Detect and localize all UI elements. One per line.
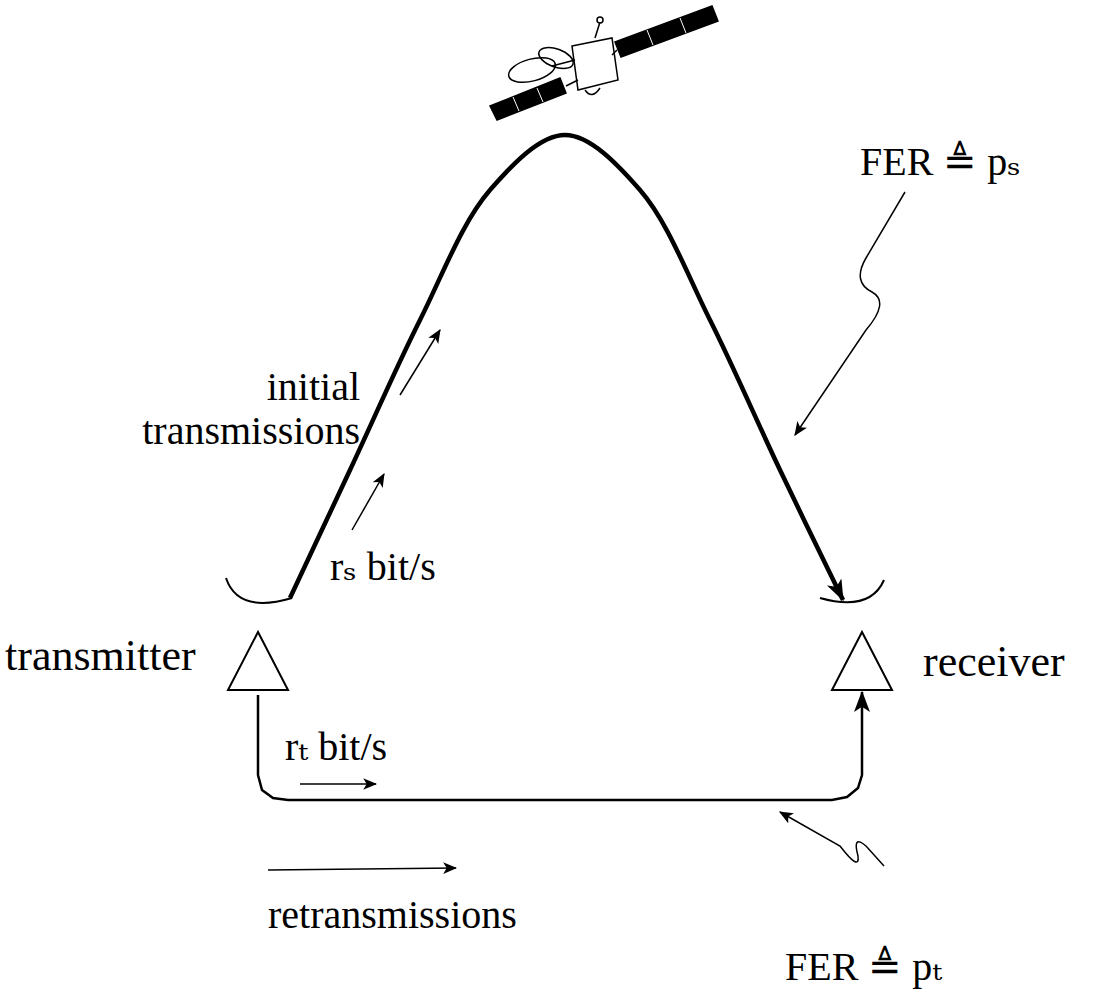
antenna-symbol bbox=[820, 580, 892, 690]
annotation-label: rₜ bit/s bbox=[285, 725, 387, 769]
direction-arrow bbox=[268, 868, 456, 870]
squiggle-leader bbox=[780, 812, 884, 866]
antenna-station: transmitter bbox=[0, 570, 300, 695]
leader-arrow bbox=[400, 330, 440, 395]
satellite-link bbox=[290, 135, 843, 600]
satellite-illustration bbox=[490, 6, 718, 120]
annotation-label: FER ≜ pₛ bbox=[860, 140, 1021, 184]
antenna-symbol bbox=[226, 578, 292, 690]
station-name: receiver bbox=[923, 638, 1065, 686]
terrestrial-link bbox=[258, 692, 862, 800]
annotation-label: FER ≜ pₜ bbox=[785, 945, 942, 989]
annotation-label: retransmissions bbox=[268, 893, 517, 937]
leader-arrow bbox=[352, 474, 384, 530]
antenna-station: receiver bbox=[815, 570, 1095, 695]
squiggle-leader bbox=[795, 192, 905, 435]
annotation-label: rₛ bit/s bbox=[330, 545, 436, 589]
station-name: transmitter bbox=[5, 632, 196, 680]
direction-arrow bbox=[300, 783, 376, 785]
annotation-label: initial transmissions bbox=[130, 365, 360, 453]
